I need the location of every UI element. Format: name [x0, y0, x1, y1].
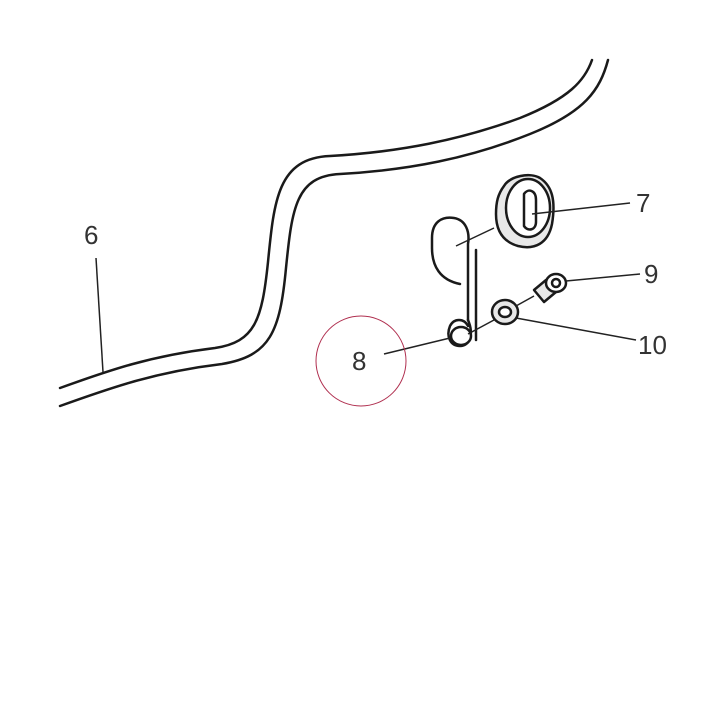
part-7-grommet[interactable]: [494, 174, 555, 249]
grommet-face: [504, 177, 552, 239]
highlight-circle-8: [315, 315, 407, 407]
callout-7[interactable]: 7: [636, 188, 650, 218]
leader-6: [95, 257, 104, 373]
callout-10[interactable]: 10: [638, 330, 667, 360]
part-6-hose[interactable]: [58, 58, 610, 408]
part-8-clip[interactable]: [430, 216, 478, 348]
callout-9[interactable]: 9: [644, 259, 658, 289]
leader-7: [531, 202, 631, 215]
callout-8[interactable]: 8: [352, 346, 366, 376]
screw-head: [544, 272, 568, 294]
callout-6[interactable]: 6: [84, 220, 98, 250]
part-10-washer[interactable]: [490, 298, 520, 326]
clip-eye: [449, 325, 473, 347]
washer-hole: [497, 305, 513, 319]
screw-socket: [550, 277, 562, 289]
part-9-screw[interactable]: [532, 272, 568, 304]
assembly-line-screw: [515, 295, 535, 307]
leader-8: [383, 337, 451, 355]
grommet-slot: [522, 189, 538, 231]
leader-9: [565, 273, 641, 282]
leader-7-clip: [455, 227, 495, 247]
leader-10: [515, 317, 637, 341]
assembly-line-washer: [467, 319, 495, 335]
